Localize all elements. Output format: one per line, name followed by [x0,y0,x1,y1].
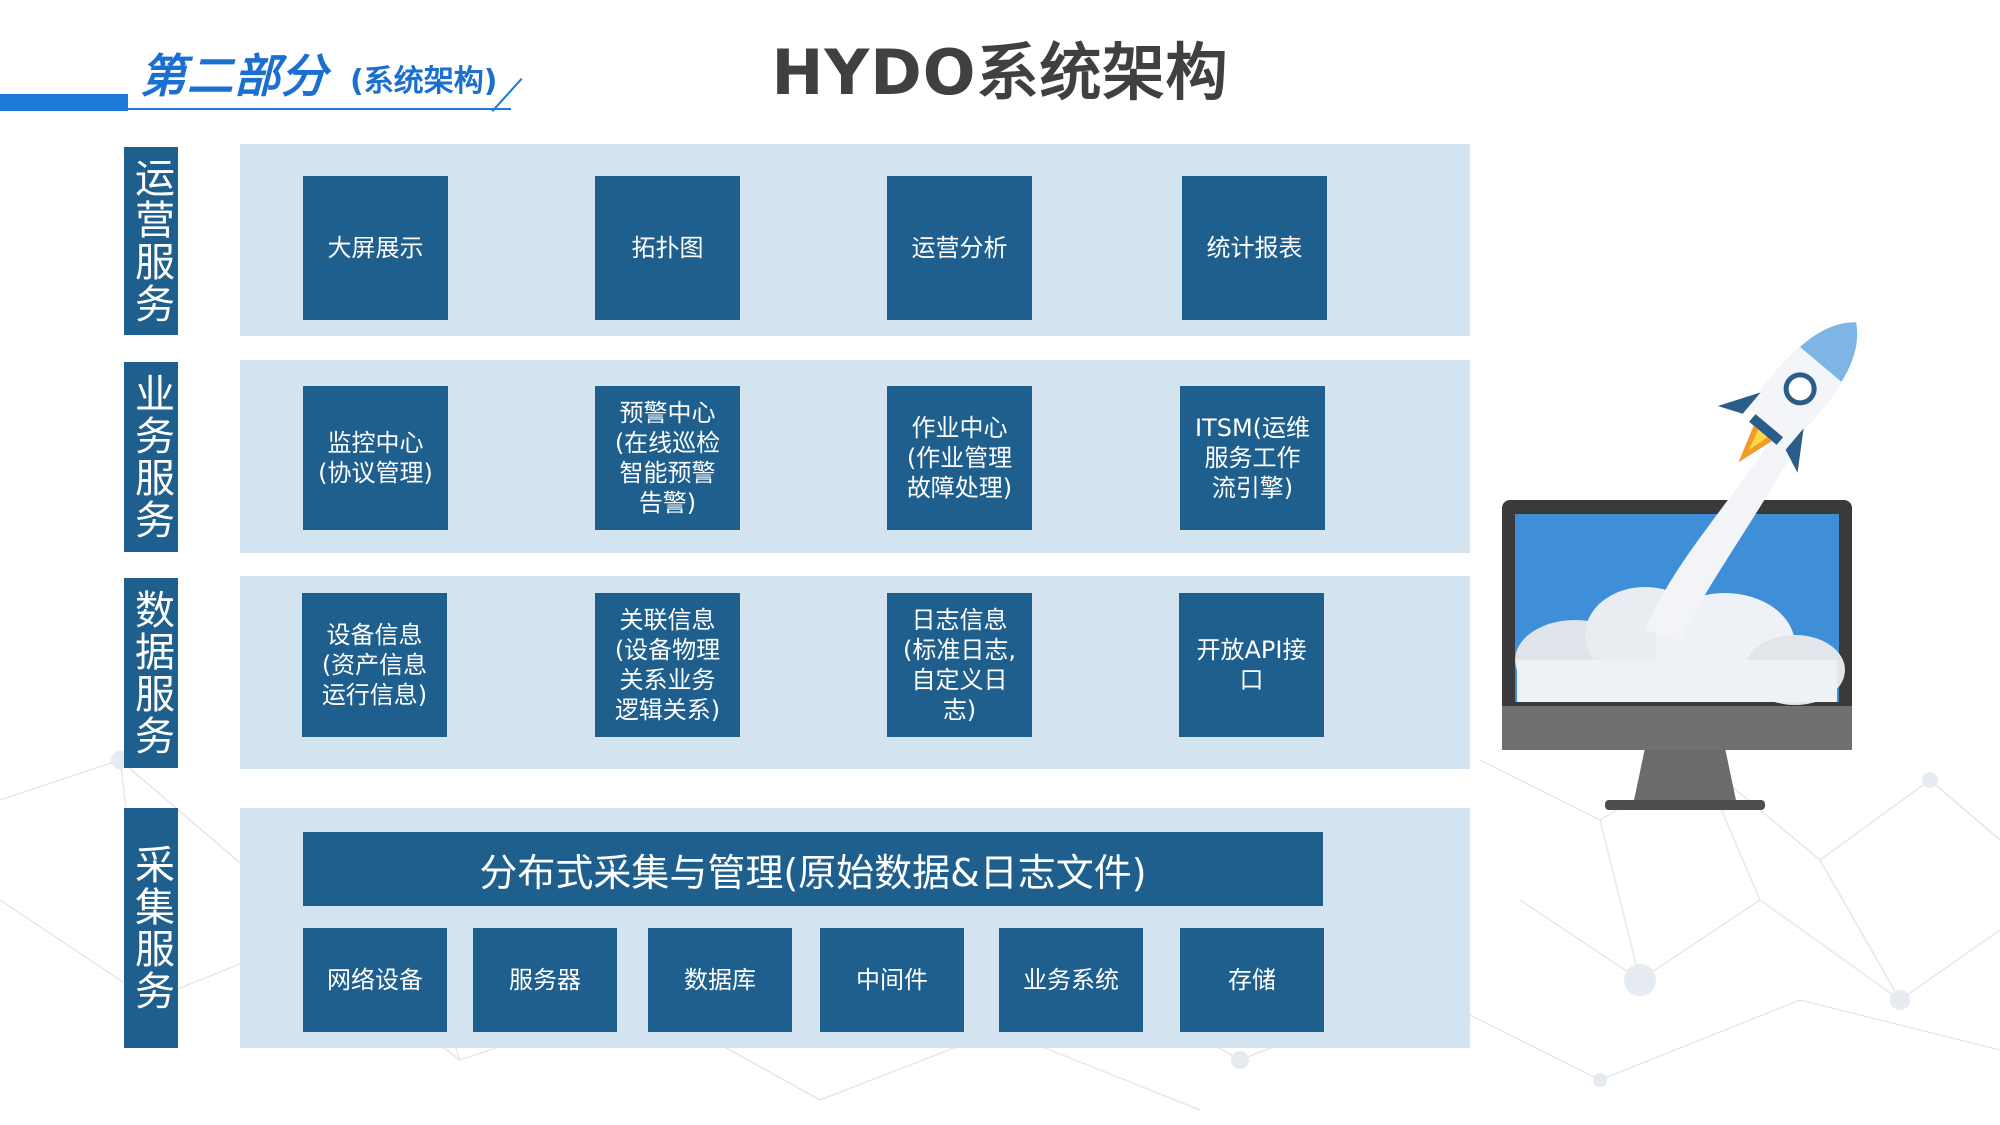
item-log-info[interactable]: 日志信息(标准日志,自定义日志) [887,593,1032,737]
item-alert-center[interactable]: 预警中心(在线巡检智能预警告警) [595,386,740,530]
item-middleware[interactable]: 中间件 [820,928,964,1032]
item-operations-analysis[interactable]: 运营分析 [887,176,1032,320]
item-database[interactable]: 数据库 [648,928,792,1032]
header-underline [128,108,511,110]
layer-label-collection: 采集服务 [124,808,178,1048]
section-title: 第二部分 [140,49,328,103]
item-itsm[interactable]: ITSM(运维服务工作流引擎) [1180,386,1325,530]
header-accent-bar [0,94,128,111]
item-monitoring-center[interactable]: 监控中心(协议管理) [303,386,448,530]
monitor-icon [1502,322,1858,810]
page-title: HYDO系统架构 [771,36,1229,109]
item-relation-info[interactable]: 关联信息(设备物理关系业务逻辑关系) [595,593,740,737]
item-network-device[interactable]: 网络设备 [303,928,447,1032]
item-topology[interactable]: 拓扑图 [595,176,740,320]
item-server[interactable]: 服务器 [473,928,617,1032]
section-subtitle: (系统架构) [350,64,498,99]
item-device-info[interactable]: 设备信息(资产信息运行信息) [302,593,447,737]
item-open-api[interactable]: 开放API接口 [1179,593,1324,737]
layer-label-operations: 运营服务 [124,147,178,335]
layer-label-data: 数据服务 [124,578,178,768]
item-statistics-report[interactable]: 统计报表 [1182,176,1327,320]
item-storage[interactable]: 存储 [1180,928,1324,1032]
item-business-system[interactable]: 业务系统 [999,928,1143,1032]
item-job-center[interactable]: 作业中心(作业管理故障处理) [887,386,1032,530]
collection-header-box[interactable]: 分布式采集与管理(原始数据&日志文件) [303,832,1323,906]
layer-label-business: 业务服务 [124,362,178,552]
rocket-icon [1717,322,1858,473]
item-big-screen[interactable]: 大屏展示 [303,176,448,320]
